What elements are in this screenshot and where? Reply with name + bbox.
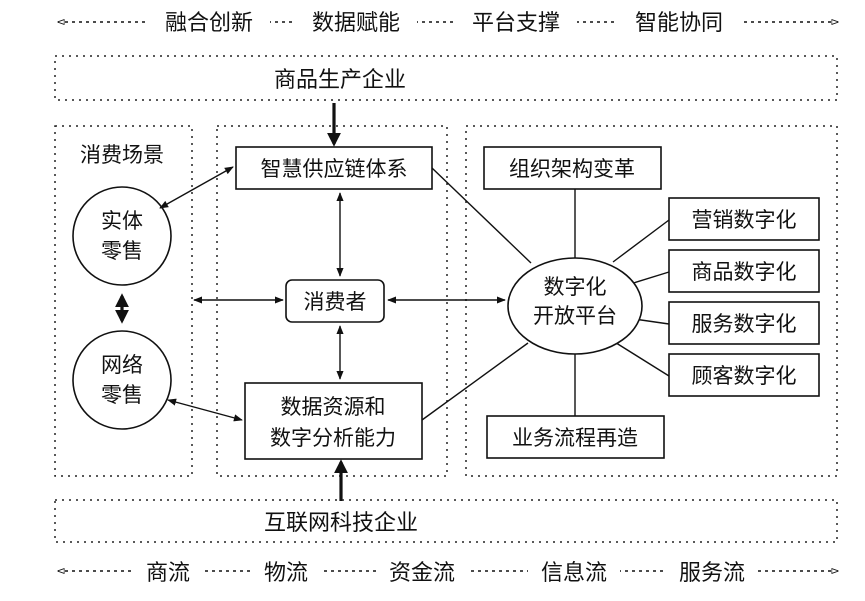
- consumer-label: 消费者: [304, 290, 367, 314]
- top-flow-label: 智能协同: [635, 11, 723, 36]
- digital-platform-label: 数字化: [544, 275, 607, 299]
- top-flow-label: 数据赋能: [312, 11, 400, 36]
- service-digital-box: [668, 301, 820, 345]
- digital-platform-label: 开放平台: [533, 304, 617, 328]
- bottom-flow-label: 商流: [146, 561, 190, 586]
- online-retail-node: [72, 330, 172, 430]
- connection-arrows: [159, 103, 506, 501]
- producer-band: [54, 55, 838, 101]
- supply-chain-box: [235, 146, 433, 190]
- digital-platform-hub: [507, 257, 643, 355]
- bottom-flow-label: 物流: [264, 561, 308, 586]
- org-change-label: 组织架构变革: [509, 157, 635, 181]
- process-label: 业务流程再造: [512, 426, 638, 450]
- platform-item-label: 服务数字化: [692, 312, 797, 336]
- physical-retail-node: [72, 186, 172, 286]
- physical-retail-label: 零售: [101, 239, 143, 263]
- marketing-digital-box: [668, 197, 820, 241]
- physical-retail-label: 实体: [101, 209, 143, 233]
- physical-supply-arrow: [159, 166, 234, 209]
- bottom-flow-label: 信息流: [541, 561, 607, 586]
- data-capability-box: [244, 382, 423, 460]
- platform-item-label: 顾客数字化: [692, 364, 797, 388]
- customer-digital-box: [668, 353, 820, 397]
- process-box: [486, 415, 665, 459]
- center-region: [216, 125, 448, 477]
- bottom-flow: 商流 物流 资金流 信息流 服务流: [58, 556, 838, 586]
- producer-label: 商品生产企业: [274, 68, 406, 93]
- product-digital-box: [668, 249, 820, 293]
- consumer-box: [285, 279, 385, 323]
- online-retail-label: 网络: [101, 353, 143, 377]
- org-change-box: [483, 146, 662, 190]
- scene-region: [54, 125, 193, 477]
- data-capability-label: 数字分析能力: [270, 426, 396, 450]
- supply-chain-label: 智慧供应链体系: [261, 157, 408, 181]
- bottom-flow-label: 服务流: [679, 561, 745, 586]
- top-flow-label: 平台支撑: [472, 11, 560, 36]
- top-flow: 融合创新 数据赋能 平台支撑 智能协同: [58, 6, 838, 38]
- data-capability-label: 数据资源和: [281, 395, 386, 419]
- bottom-flow-label: 资金流: [389, 561, 455, 586]
- platform-item-label: 营销数字化: [692, 208, 797, 232]
- online-data-arrow: [167, 398, 243, 422]
- internet-label: 互联网科技企业: [264, 511, 418, 536]
- top-flow-label: 融合创新: [165, 11, 253, 36]
- online-retail-label: 零售: [101, 383, 143, 407]
- internet-band: [54, 499, 838, 543]
- scene-title: 消费场景: [80, 143, 164, 167]
- platform-item-label: 商品数字化: [692, 260, 797, 284]
